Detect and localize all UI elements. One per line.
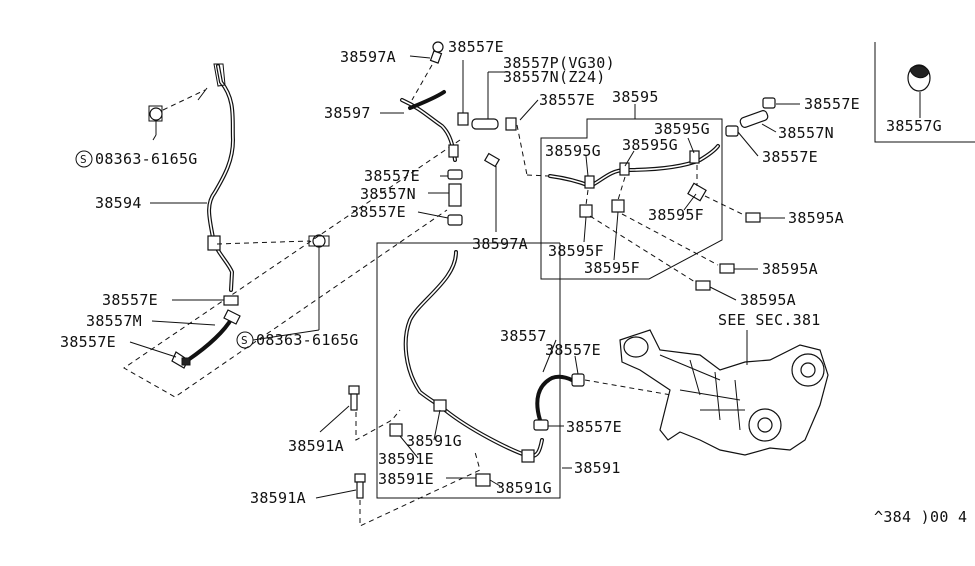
parts-group-frame-38595 <box>540 118 723 280</box>
bolt-38597A-mid <box>483 152 501 232</box>
bolt-08363-top <box>148 105 163 135</box>
label-38597: 38597 <box>324 104 371 122</box>
label-38557G: 38557G <box>886 117 942 135</box>
label-38557E-mid2: 38557E <box>350 203 406 221</box>
label-38595: 38595 <box>612 88 659 106</box>
label-38597A-mid: 38597A <box>472 235 528 253</box>
label-38557E-top: 38557E <box>448 38 504 56</box>
label-38591E-b: 38591E <box>378 470 434 488</box>
label-38595A-1: 38595A <box>788 209 844 227</box>
label-38557E-hose2: 38557E <box>566 418 622 436</box>
label-38557E-left1: 38557E <box>102 291 158 309</box>
label-38595A-2: 38595A <box>762 260 818 278</box>
label-38591A-2: 38591A <box>250 489 306 507</box>
label-see-sec-381: SEE SEC.381 <box>718 311 821 329</box>
label-38557: 38557 <box>500 327 547 345</box>
parts-group-frame-38591 <box>376 242 561 499</box>
leader-lines <box>129 55 921 499</box>
inset-frame-38557G <box>874 42 975 143</box>
label-38557E-right-bottom: 38557E <box>762 148 818 166</box>
bolt-38595A-1 <box>745 212 761 223</box>
label-38557N-z24: 38557N(Z24) <box>503 68 606 86</box>
label-38595F-b: 38595F <box>548 242 604 260</box>
svg-text:S: S <box>80 153 87 166</box>
label-08363-top: 08363-6165G <box>95 150 198 168</box>
clip-38557E-mid1 <box>447 169 463 180</box>
label-38557E-right-top: 38557E <box>804 95 860 113</box>
label-38557M: 38557M <box>86 312 142 330</box>
label-38595F-a: 38595F <box>648 206 704 224</box>
clip-38557E-right-bottom <box>725 125 739 137</box>
hose-38557M <box>171 295 241 369</box>
label-38591A-1: 38591A <box>288 437 344 455</box>
label-38595G-b: 38595G <box>545 142 601 160</box>
connector-38557P <box>471 71 500 130</box>
label-38595G-c: 38595G <box>622 136 678 154</box>
label-38557E-hose1: 38557E <box>545 341 601 359</box>
label-38591G-a: 38591G <box>406 432 462 450</box>
hose-38557N-right <box>739 110 769 128</box>
bolt-08363-bottom <box>308 234 330 330</box>
label-38594: 38594 <box>95 194 142 212</box>
label-38595A-3: 38595A <box>740 291 796 309</box>
clip-38557E-center <box>505 117 517 131</box>
breather-tube-38594 <box>197 63 235 292</box>
clip-38557E-top <box>457 60 469 126</box>
bolt-38591A-1 <box>348 385 360 411</box>
label-38557P: 38557P(VG30) <box>503 54 615 72</box>
hose-38557 <box>533 373 585 431</box>
clip-38557E-mid2 <box>447 214 463 226</box>
bolt-38595A-3 <box>695 280 711 291</box>
label-38595F-c: 38595F <box>584 259 640 277</box>
tube-38591 <box>389 250 544 487</box>
label-38591E-a: 38591E <box>378 450 434 468</box>
diagram-reference-code: ^384 )00 4 <box>874 508 967 526</box>
pipe-38597 <box>400 90 459 162</box>
label-08363-bottom: 08363-6165G <box>256 331 359 349</box>
bolt-38597A-top <box>429 41 444 64</box>
transfer-case <box>619 329 829 456</box>
label-38591G-b: 38591G <box>496 479 552 497</box>
bolt-38595A-2 <box>719 263 735 274</box>
hose-38557N-mid <box>448 183 462 207</box>
bolt-38591A-2 <box>354 473 366 499</box>
part-labels: 38597A 38557E 38557P(VG30) 38557N(Z24) 3… <box>60 38 967 526</box>
label-38557N-right: 38557N <box>778 124 834 142</box>
label-38591: 38591 <box>574 459 621 477</box>
clip-38557E-right-top <box>762 97 776 109</box>
label-38557N-mid: 38557N <box>360 185 416 203</box>
pipe-38595 <box>548 144 720 218</box>
label-38557E-left2: 38557E <box>60 333 116 351</box>
label-38557E-center: 38557E <box>539 91 595 109</box>
screw-symbol-bottom: S <box>236 331 254 349</box>
screw-symbol-top: S <box>75 150 93 168</box>
label-38557E-mid1: 38557E <box>364 167 420 185</box>
label-38595G-a: 38595G <box>654 120 710 138</box>
label-38597A-top: 38597A <box>340 48 396 66</box>
cap-38557G <box>907 64 931 92</box>
svg-text:S: S <box>241 334 248 347</box>
